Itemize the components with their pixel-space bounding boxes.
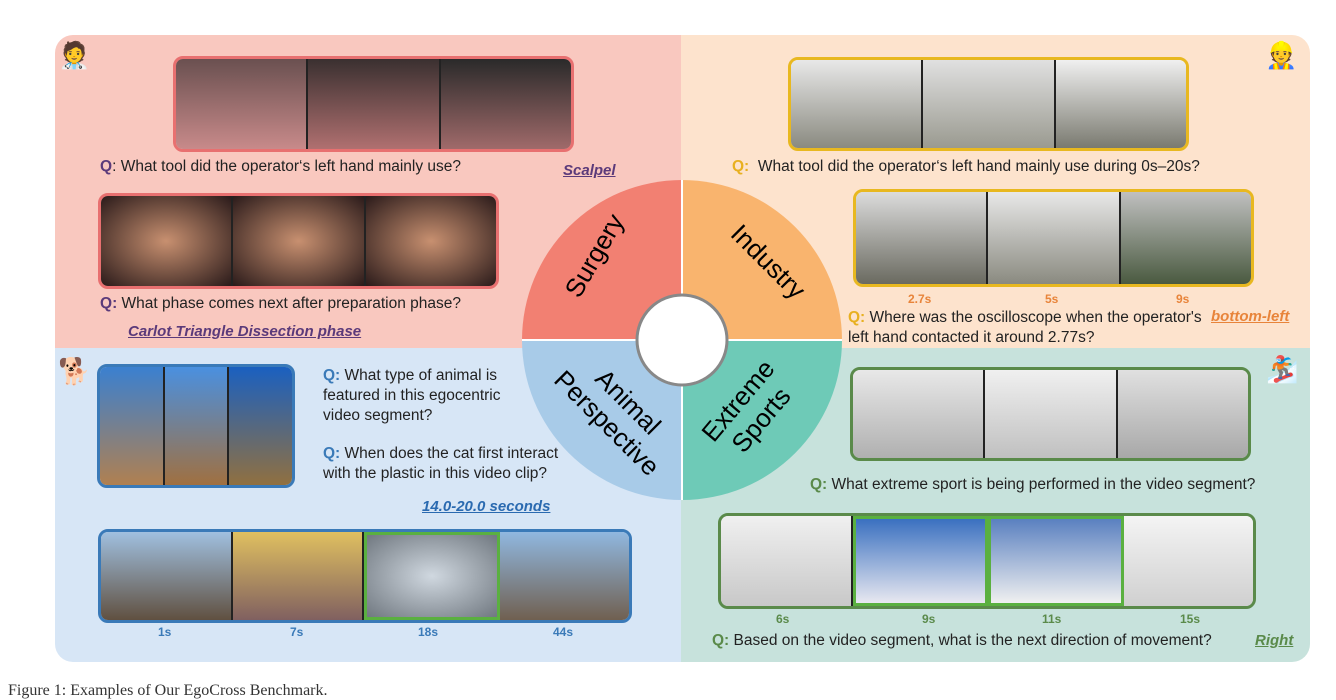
animal-timestamp: 7s bbox=[290, 625, 304, 639]
animal-answer-2: 14.0-20.0 seconds bbox=[422, 498, 551, 515]
extreme-timestamp: 9s bbox=[922, 612, 936, 626]
animal-timestamp: 18s bbox=[418, 625, 439, 639]
industry-timestamp: 5s bbox=[1045, 292, 1059, 306]
extreme-question-1: Q: What extreme sport is being performed… bbox=[810, 476, 1256, 493]
industry-timestamp: 9s bbox=[1176, 292, 1190, 306]
industry-question-1: Q: What tool did the operator‘s left han… bbox=[732, 158, 1200, 175]
figure-caption: Figure 1: Examples of Our EgoCross Bench… bbox=[8, 682, 328, 699]
surgery-question-2: Q: What phase comes next after preparati… bbox=[100, 295, 462, 312]
animal-timestamp: 1s bbox=[158, 625, 172, 639]
industry-video-strip-2 bbox=[853, 189, 1254, 287]
animal-video-strip-1 bbox=[97, 364, 295, 488]
surgery-video-strip-2 bbox=[98, 193, 499, 289]
donut-segment-animal bbox=[522, 340, 682, 500]
donut-segment-surgery bbox=[522, 180, 682, 340]
dog-walker-icon: 🐕 bbox=[58, 356, 91, 386]
snowboarder-icon: 🏂 bbox=[1266, 354, 1299, 384]
industry-question-2: Q: Where was the oscilloscope when the o… bbox=[848, 309, 1202, 346]
donut-segment-extreme bbox=[682, 340, 842, 500]
industry-video-strip-1 bbox=[788, 57, 1189, 151]
animal-question-1: Q: What type of animal is featured in th… bbox=[323, 367, 501, 424]
extreme-timestamp: 15s bbox=[1180, 612, 1201, 626]
animal-question-2: Q: When does the cat first interact with… bbox=[323, 445, 559, 482]
extreme-timestamp: 11s bbox=[1042, 612, 1062, 626]
extreme-timestamp: 6s bbox=[776, 612, 790, 626]
extreme-question-2: Q: Based on the video segment, what is t… bbox=[712, 632, 1212, 649]
extreme-video-strip-1 bbox=[850, 367, 1251, 461]
extreme-video-strip-2 bbox=[718, 513, 1256, 609]
surgery-question-1: Q: What tool did the operator‘s left han… bbox=[100, 158, 462, 175]
extreme-answer-2: Right bbox=[1255, 632, 1294, 649]
surgeon-icon: 🧑‍⚕️ bbox=[58, 40, 91, 70]
worker-icon: 👷 bbox=[1265, 40, 1298, 70]
donut-segment-industry bbox=[682, 180, 842, 340]
animal-timestamp: 44s bbox=[553, 625, 574, 639]
industry-timestamp: 2.7s bbox=[908, 292, 932, 306]
industry-answer-2: bottom-left bbox=[1211, 308, 1290, 325]
surgery-answer-2: Carlot Triangle Dissection phase bbox=[128, 323, 362, 340]
animal-video-strip-2 bbox=[98, 529, 632, 623]
surgery-answer-1: Scalpel bbox=[563, 162, 616, 179]
surgery-video-strip-1 bbox=[173, 56, 574, 152]
